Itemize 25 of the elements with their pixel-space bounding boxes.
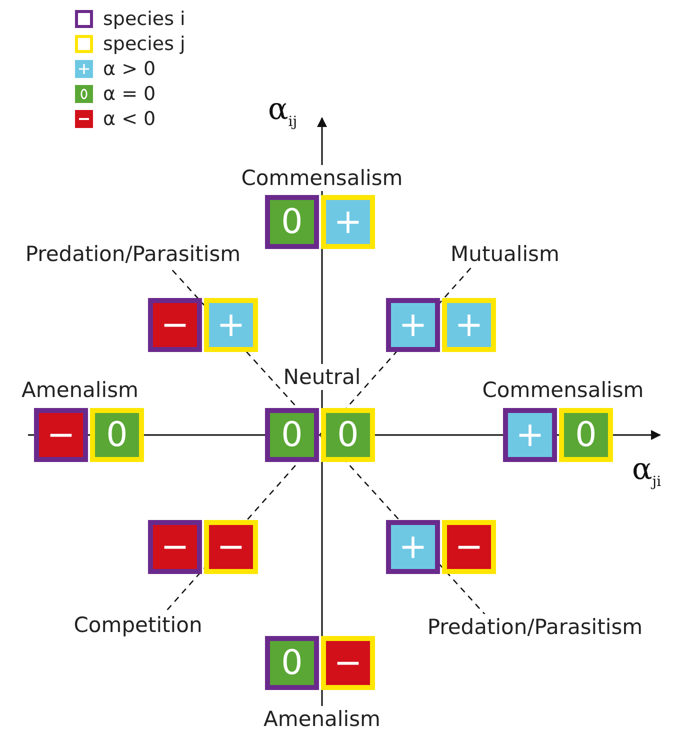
legend-label: α = 0 [103, 83, 156, 105]
sign-square: − [321, 636, 375, 690]
sign-square: + [386, 298, 440, 352]
sign-square: − [34, 408, 88, 462]
sign-square: 0 [90, 408, 144, 462]
sign-square: 0 [265, 636, 319, 690]
sign-square: − [442, 520, 496, 574]
sign-square: − [204, 520, 258, 574]
sign-square: 0 [265, 195, 319, 249]
sign-square: + [442, 298, 496, 352]
sign-square: − [148, 298, 202, 352]
sign-square: 0 [265, 408, 319, 462]
sign-square: 0 [559, 408, 613, 462]
sign-square: 0 [321, 408, 375, 462]
sign-square: + [204, 298, 258, 352]
sign-square: − [148, 520, 202, 574]
legend-label: α > 0 [103, 58, 156, 80]
axis-label: α$_{ij}$ [268, 92, 298, 130]
legend-label: α < 0 [103, 108, 156, 130]
sign-square: + [386, 520, 440, 574]
axis-label: α$_{ji}$ [632, 452, 662, 490]
legend-label: species i [103, 8, 186, 30]
legend-label: species j [103, 33, 186, 55]
sign-square: + [503, 408, 557, 462]
sign-square: + [321, 195, 375, 249]
